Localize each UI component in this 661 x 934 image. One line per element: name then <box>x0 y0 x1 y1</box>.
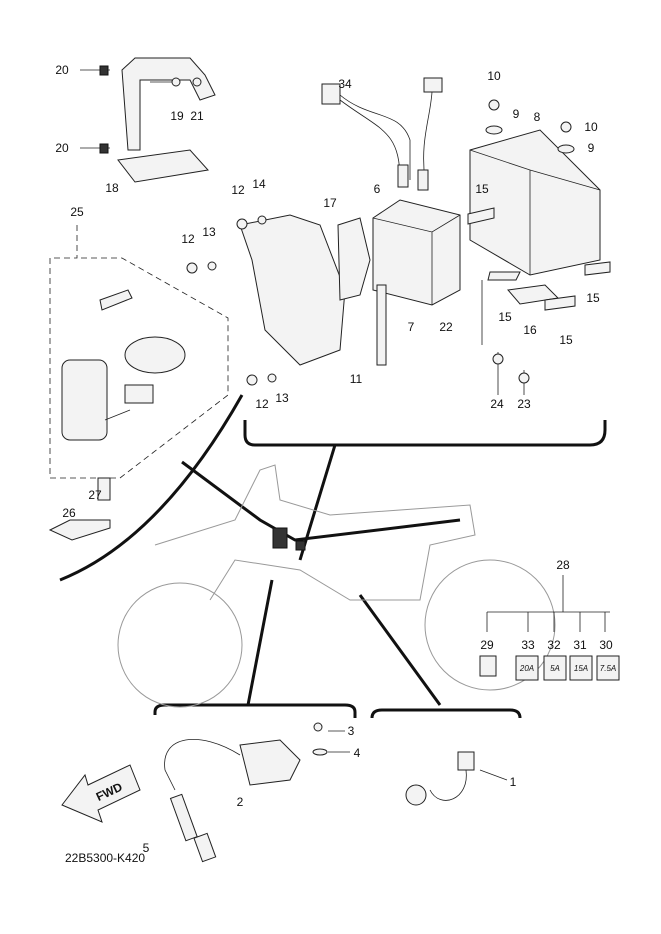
group-bracket-left <box>59 394 244 582</box>
callout-12: 12 <box>231 183 245 197</box>
callout-32: 32 <box>547 638 561 652</box>
forward-arrow: FWD <box>61 764 141 823</box>
group-bracket-sensor <box>370 708 522 719</box>
callout-3: 3 <box>348 724 355 738</box>
callout-16: 16 <box>523 323 537 337</box>
callout-31: 31 <box>573 638 587 652</box>
callout-13: 13 <box>202 225 216 239</box>
rubber-pads-drawing <box>467 207 611 395</box>
callout-23: 23 <box>517 397 531 411</box>
fuse-5a: 5A <box>543 655 567 681</box>
callout-2: 2 <box>237 795 244 809</box>
callout-12: 12 <box>181 232 195 246</box>
callout-11: 11 <box>350 372 363 386</box>
fuse-rating: 5A <box>550 664 560 673</box>
fuse-rating: 7.5A <box>600 664 616 673</box>
callout-34: 34 <box>338 77 352 91</box>
callout-26: 26 <box>62 506 76 520</box>
callout-14: 14 <box>252 177 266 191</box>
diagram-code: 22B5300-K420 <box>65 851 145 865</box>
battery-box-drawing <box>469 99 601 276</box>
battery-drawing <box>372 199 461 306</box>
callout-22: 22 <box>439 320 453 334</box>
callout-33: 33 <box>521 638 535 652</box>
group-bracket-top <box>243 420 607 447</box>
callout-8: 8 <box>534 110 541 124</box>
ignition-coil-drawing <box>164 722 350 863</box>
callout-9: 9 <box>588 141 595 155</box>
callout-18: 18 <box>105 181 119 195</box>
callout-9: 9 <box>513 107 520 121</box>
fuse-15a: 15A <box>569 655 593 681</box>
callout-10: 10 <box>487 69 501 83</box>
callout-19: 19 <box>170 109 184 123</box>
wire-harness-drawing <box>321 77 443 191</box>
callout-15: 15 <box>559 333 573 347</box>
callout-30: 30 <box>599 638 613 652</box>
callout-27: 27 <box>88 488 102 502</box>
fuse-rating: 20A <box>519 664 534 673</box>
fuse-7-5a: 7.5A <box>596 655 620 681</box>
ignition-switch-drawing <box>61 289 186 441</box>
callout-13: 13 <box>275 391 289 405</box>
bolts-drawing <box>186 215 277 386</box>
battery-bracket-drawing <box>80 57 216 183</box>
callout-15: 15 <box>498 310 512 324</box>
callout-20: 20 <box>55 63 69 77</box>
callout-5: 5 <box>143 841 150 855</box>
callout-6: 6 <box>374 182 381 196</box>
callout-15: 15 <box>475 182 489 196</box>
callout-1: 1 <box>510 775 517 789</box>
callouts: 20 20 19 21 18 34 10 9 8 10 9 15 12 14 6… <box>55 63 613 855</box>
callout-4: 4 <box>354 746 361 760</box>
callout-10: 10 <box>584 120 598 134</box>
group-bracket-ign <box>153 703 357 718</box>
callout-15: 15 <box>586 291 600 305</box>
callout-29: 29 <box>480 638 494 652</box>
callout-12: 12 <box>255 397 269 411</box>
callout-20: 20 <box>55 141 69 155</box>
motorcycle-silhouette <box>117 464 556 708</box>
callout-7: 7 <box>408 320 415 334</box>
sensor-drawing <box>405 751 508 806</box>
side-cover-drawing <box>239 214 387 366</box>
callout-25: 25 <box>70 205 84 219</box>
fuse-20a: 20A <box>515 655 539 681</box>
key-drawing <box>48 477 111 541</box>
ignition-set-group-box <box>49 225 229 479</box>
callout-24: 24 <box>490 397 504 411</box>
callout-17: 17 <box>323 196 337 210</box>
callout-21: 21 <box>190 109 204 123</box>
fuse-tree-lines <box>479 575 610 677</box>
callout-28: 28 <box>556 558 570 572</box>
fuse-rating: 15A <box>574 664 588 673</box>
